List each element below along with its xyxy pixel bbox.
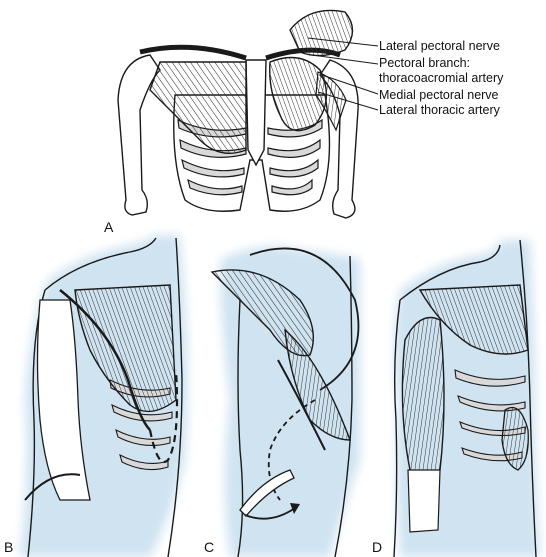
panel-letter-a: A <box>104 219 114 235</box>
panel-b-solid-incision <box>59 289 151 431</box>
panel-c-incision <box>277 359 326 451</box>
panel-b-arm-line <box>24 473 81 501</box>
panel-a-left-pectoralis-reflected <box>269 56 328 132</box>
panel-c-body-outline <box>237 255 353 557</box>
panel-d-arm-muscle <box>401 316 445 481</box>
panel-a-flap-tip <box>289 9 354 57</box>
panel-a-sternum <box>245 59 267 167</box>
panel-b-dashed-incision <box>148 369 179 463</box>
panel-b-chest <box>20 235 188 557</box>
panel-c-flap-lower <box>284 328 352 441</box>
panel-d-ribs <box>454 369 526 462</box>
label-lateral-thoracic-artery: Lateral thoracic artery <box>379 103 501 117</box>
panel-letter-b: B <box>4 539 13 555</box>
label-medial-pectoral-nerve: Medial pectoral nerve <box>379 88 499 102</box>
panel-a-right-humerus <box>117 54 161 216</box>
panel-c-arrow <box>244 507 296 520</box>
panel-a-thorax <box>117 9 379 219</box>
panel-d-forearm <box>407 469 441 533</box>
label-pectoral-branch-line1: Pectoral branch: <box>379 56 470 70</box>
panel-d-pectoralis-upper <box>418 284 529 355</box>
panel-a-pectoralis-minor <box>315 71 347 132</box>
label-pectoral-branch-line2: thoracoacromial artery <box>379 71 504 85</box>
panel-c-flap <box>210 246 360 557</box>
panel-letter-c: C <box>204 539 214 555</box>
panel-c-arrowhead <box>290 503 300 514</box>
panel-d-chest <box>393 239 540 557</box>
panel-a-right-pectoralis <box>149 61 247 154</box>
panel-b-body-outline <box>27 237 183 557</box>
panel-c-tunnel <box>239 469 295 517</box>
panel-c-dashed-path <box>267 399 316 501</box>
panel-b-arm <box>36 299 91 501</box>
label-lateral-pectoral-nerve: Lateral pectoral nerve <box>379 39 500 53</box>
panel-b-pectoralis <box>74 284 177 413</box>
panel-c-arc <box>249 247 360 391</box>
panel-a-leader-lines <box>307 37 379 111</box>
panel-letter-d: D <box>372 539 382 555</box>
panel-c-skin-halo <box>220 246 360 557</box>
panel-d-breast-flap <box>501 406 529 471</box>
panel-d-body-outline <box>393 239 537 557</box>
